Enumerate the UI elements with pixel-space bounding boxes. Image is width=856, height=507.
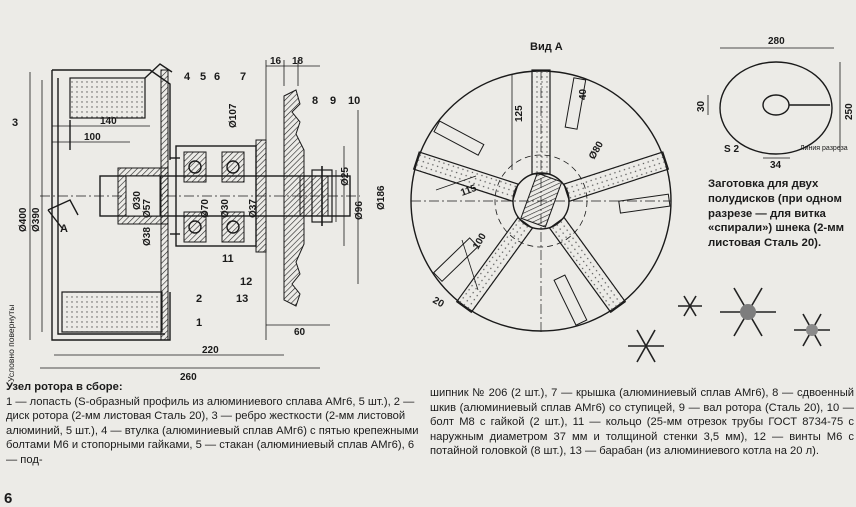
dim-107: Ø107 bbox=[228, 103, 239, 128]
blank-cut-label: Линия разреза bbox=[800, 145, 848, 152]
part-3-label: 3 bbox=[12, 117, 18, 129]
dim-57: Ø57 bbox=[142, 199, 153, 218]
dim-18: 18 bbox=[292, 56, 304, 67]
snowflake-large-icon bbox=[720, 287, 776, 337]
part-12-label: 12 bbox=[240, 276, 252, 288]
caption-right-text: шипник № 206 (2 шт.), 7 — крышка (алюмин… bbox=[430, 387, 854, 458]
page-number: 6 bbox=[4, 490, 13, 507]
part-11-label: 11 bbox=[222, 253, 234, 265]
caption-left: Узел ротора в сборе: 1 — лопасть (S-обра… bbox=[6, 380, 424, 468]
assembly-section bbox=[40, 63, 360, 341]
dim-60: 60 bbox=[294, 327, 306, 338]
assembly-dim-labels: Ø400 Ø390 140 100 Ø57 Ø30 Ø38 Ø70 Ø30 Ø3… bbox=[6, 56, 387, 383]
side-note: Условно повернуты bbox=[6, 305, 16, 382]
dim-38: Ø38 bbox=[142, 227, 153, 246]
part-2-label: 2 bbox=[196, 293, 202, 305]
dim-30b: Ø30 bbox=[220, 199, 231, 218]
part-4-label: 4 bbox=[184, 71, 191, 83]
part-6-label: 6 bbox=[214, 71, 220, 83]
blank-outer bbox=[719, 61, 833, 155]
dim-96: Ø96 bbox=[354, 201, 365, 220]
dim-16: 16 bbox=[270, 56, 282, 67]
drum-outline bbox=[51, 69, 171, 341]
blank-dim-34: 34 bbox=[770, 160, 782, 171]
blade-lower bbox=[61, 291, 163, 333]
snowflake-mid-icon bbox=[628, 329, 664, 363]
letter-a-label: A bbox=[60, 223, 68, 235]
bearing-1 bbox=[183, 151, 207, 183]
part-5-label: 5 bbox=[200, 71, 206, 83]
dim-37: Ø37 bbox=[248, 199, 259, 218]
dim-25: Ø25 bbox=[340, 167, 351, 186]
dim-260: 260 bbox=[180, 372, 197, 383]
cover bbox=[255, 139, 267, 253]
part-8-label: 8 bbox=[312, 95, 318, 107]
view-a-dim-20: 20 bbox=[431, 295, 447, 310]
dim-140: 140 bbox=[100, 116, 117, 127]
blank-dim-280: 280 bbox=[768, 36, 785, 47]
view-a-dim-100: 100 bbox=[471, 231, 489, 251]
part-1-label: 1 bbox=[196, 317, 202, 329]
part-13-label: 13 bbox=[236, 293, 248, 305]
view-a-dim-125: 125 bbox=[514, 105, 525, 122]
blade-upper bbox=[69, 77, 146, 119]
bearing-4 bbox=[221, 211, 245, 243]
snowflake-right-icon bbox=[794, 313, 830, 347]
snowflake-small-icon bbox=[678, 295, 702, 317]
bearing-3 bbox=[183, 211, 207, 243]
blank-drawing bbox=[707, 47, 841, 159]
view-a bbox=[410, 69, 672, 332]
dim-30: Ø30 bbox=[132, 191, 143, 210]
dim-220: 220 bbox=[202, 345, 219, 356]
dim-70: Ø70 bbox=[200, 199, 211, 218]
view-a-dim-115: 115 bbox=[459, 183, 478, 199]
blank-dim-30: 30 bbox=[696, 100, 707, 112]
dim-186: Ø186 bbox=[376, 185, 387, 210]
blank-dim-250: 250 bbox=[844, 103, 855, 120]
double-pulley bbox=[283, 89, 305, 307]
blank-s-label: S 2 bbox=[724, 144, 739, 155]
dim-400: Ø400 bbox=[18, 207, 29, 232]
bearing-2 bbox=[221, 151, 245, 183]
view-a-dim-40: 40 bbox=[578, 88, 589, 100]
caption-left-text: 1 — лопасть (S-образный профиль из алюми… bbox=[6, 395, 419, 466]
blank-note: Заготовка для двух полудисков (при одном… bbox=[708, 178, 845, 250]
blank-inner bbox=[762, 94, 790, 116]
view-a-dim-80: Ø80 bbox=[587, 139, 606, 161]
dim-100: 100 bbox=[84, 132, 101, 143]
caption-title: Узел ротора в сборе: bbox=[6, 381, 123, 393]
view-a-ribs bbox=[432, 77, 671, 326]
part-7-label: 7 bbox=[240, 71, 246, 83]
assembly-dimensions bbox=[29, 60, 359, 369]
assembly-labels: 3 4 5 6 7 8 9 10 11 12 13 2 1 A bbox=[12, 71, 360, 329]
dim-390: Ø390 bbox=[31, 207, 42, 232]
part-10-label: 10 bbox=[348, 95, 360, 107]
view-a-title: Вид А bbox=[530, 41, 563, 53]
view-a-blades bbox=[412, 69, 670, 314]
blank-labels: 280 250 30 34 S 2 Линия разреза bbox=[696, 36, 855, 171]
part-9-label: 9 bbox=[330, 95, 336, 107]
snowflake-icons bbox=[628, 287, 830, 363]
